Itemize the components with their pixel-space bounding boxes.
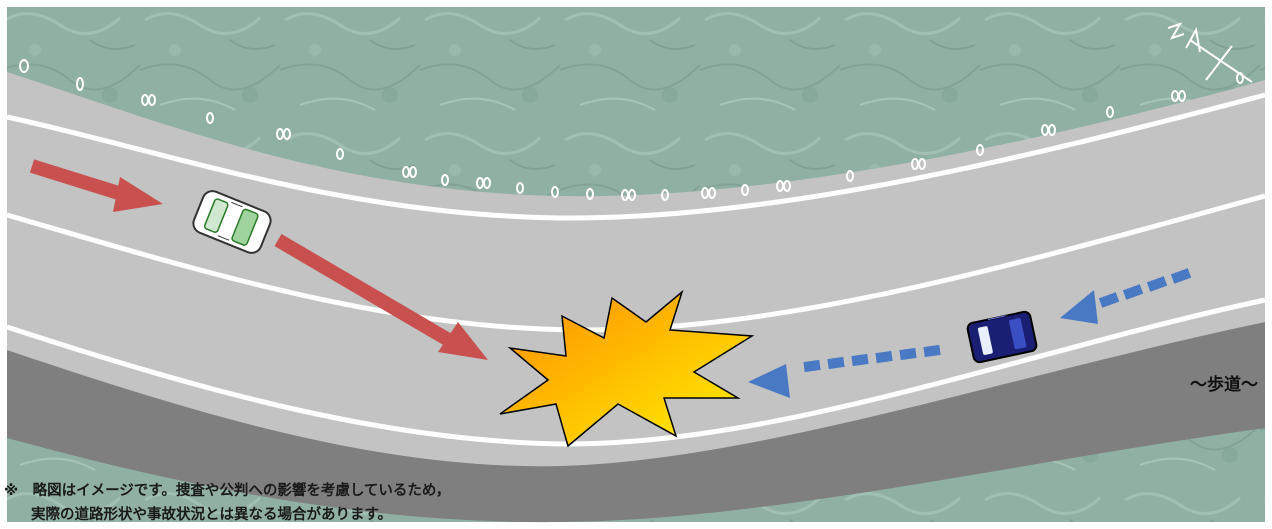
sidewalk-label: ～歩道～: [1190, 375, 1258, 395]
disclaimer-line-1: ※ 略図はイメージです。捜査や公判への影響を考慮しているため，: [4, 483, 451, 499]
collision-explosion-icon: [499, 289, 755, 448]
lane-line-top: [6, 92, 1266, 221]
blue-car-icon: [966, 310, 1038, 364]
blue-car-path-arrows: [748, 268, 1192, 398]
guard-posts: [19, 59, 1244, 201]
sidewalk: [7, 322, 1265, 523]
disclaimer-note: ※ 略図はイメージです。捜査や公判への影響を考慮しているため， 実際の道路形状や…: [4, 479, 450, 527]
disclaimer-line-2: 実際の道路形状や事故状況とは異なる場合があります。: [31, 507, 393, 523]
compass-icon: [1167, 22, 1253, 83]
lane-line-bottom: [6, 297, 1266, 447]
white-car-path-arrows: [29, 159, 488, 360]
white-car-icon: [192, 190, 272, 254]
